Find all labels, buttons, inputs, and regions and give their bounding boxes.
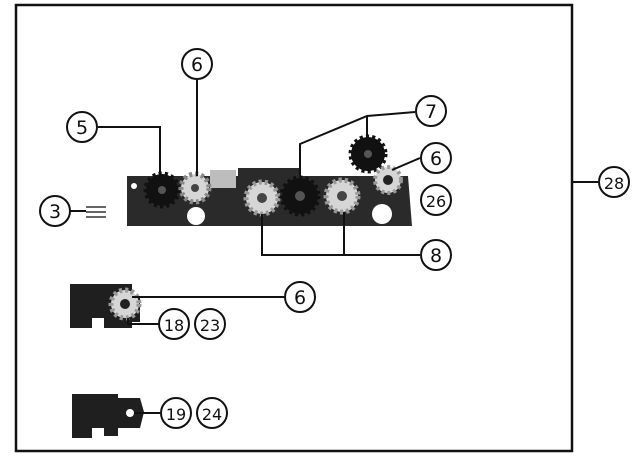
gear-dark-7b	[348, 134, 388, 174]
callout-7: 7	[415, 95, 447, 127]
callout-23: 23	[194, 308, 226, 340]
callout-26-label: 26	[426, 192, 446, 211]
callout-6b: 6	[420, 142, 452, 174]
gear-light-6	[178, 171, 212, 205]
callout-5: 5	[66, 111, 98, 143]
plate-hole	[372, 204, 392, 224]
gear-plate-assembly	[127, 134, 412, 226]
callout-26: 26	[420, 184, 452, 216]
plate-rivet	[131, 183, 137, 189]
callout-6a-label: 6	[191, 54, 203, 76]
callout-24-label: 24	[202, 405, 222, 424]
plate-hole	[187, 207, 205, 225]
callout-18: 18	[158, 308, 190, 340]
callout-6c: 6	[284, 281, 316, 313]
bracket-18-23	[70, 284, 142, 328]
callout-3-label: 3	[49, 201, 61, 223]
leader-6b	[391, 157, 421, 171]
gear-dark-7a	[279, 175, 321, 217]
bracket-19-24	[72, 394, 144, 438]
gear-light-8b	[323, 177, 361, 215]
leader-lines	[70, 80, 598, 414]
callout-8: 8	[420, 239, 452, 271]
leader-8	[261, 214, 420, 256]
callout-5-label: 5	[76, 117, 88, 139]
callout-19-label: 19	[166, 405, 186, 424]
callout-3: 3	[39, 195, 71, 227]
callout-6a: 6	[181, 48, 213, 80]
pins-3	[86, 206, 106, 218]
callout-18-label: 18	[164, 316, 184, 335]
frame-border	[14, 3, 574, 453]
gear-dark-5	[143, 171, 181, 209]
gear-light-8a	[243, 179, 281, 217]
callout-7-label: 7	[425, 101, 437, 123]
plate-slot	[210, 170, 236, 188]
callout-8-label: 8	[430, 245, 442, 267]
leader-7a	[299, 111, 416, 176]
callout-23-label: 23	[200, 316, 220, 335]
callout-6c-label: 6	[294, 287, 306, 309]
callout-6b-label: 6	[430, 148, 442, 170]
leader-5	[98, 126, 161, 174]
gear-light-6b	[373, 165, 403, 195]
callout-28: 28	[598, 166, 630, 198]
callout-28-label: 28	[604, 174, 624, 193]
callout-24: 24	[196, 397, 228, 429]
leader-18	[127, 318, 158, 325]
callout-19: 19	[160, 397, 192, 429]
